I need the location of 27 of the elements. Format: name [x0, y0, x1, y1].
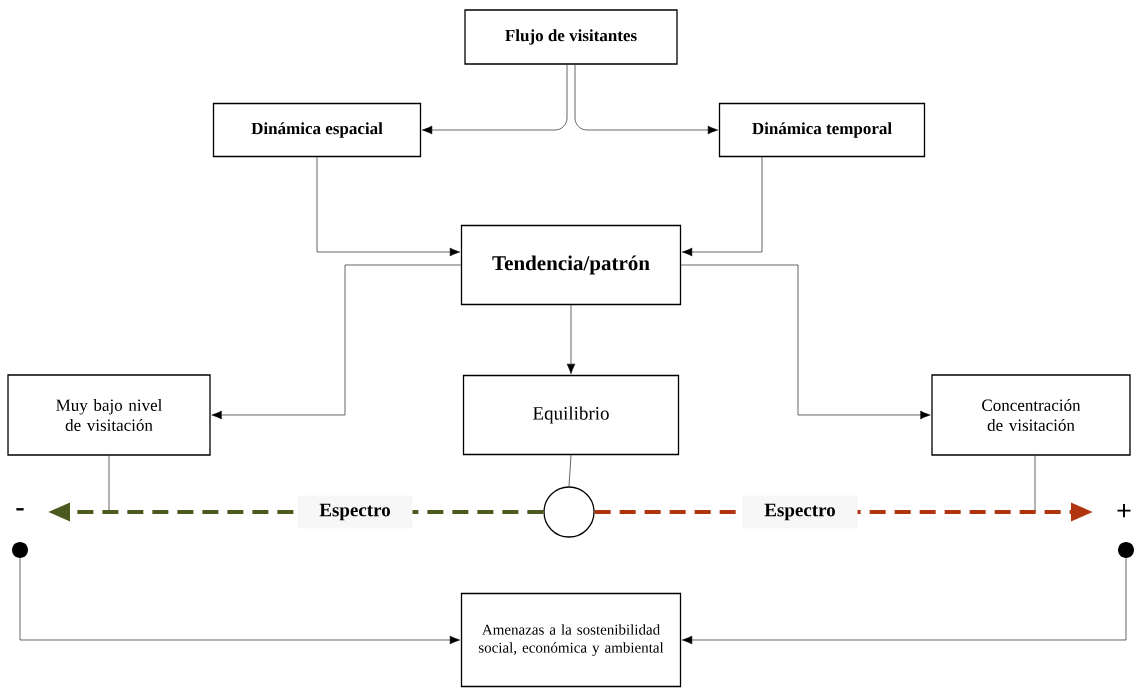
pole-sign: -	[16, 508, 24, 511]
connector	[108, 455, 110, 513]
dot	[1118, 542, 1134, 558]
connector	[568, 454, 572, 487]
arrow	[682, 156, 763, 257]
arrow	[316, 156, 461, 257]
process-box: Dinámica espacial	[212, 102, 422, 158]
process-box: Amenazas a la sostenibilidad social, económica y ambiental	[460, 592, 682, 688]
process-box: Tendencia/patrón	[460, 224, 682, 306]
circle	[543, 486, 595, 538]
process-box: Muy bajo nivel de visitación	[7, 374, 211, 456]
arrow	[19, 557, 461, 645]
arrow	[566, 304, 576, 374]
process-box: Equilibrio	[462, 374, 680, 456]
dot	[12, 542, 28, 558]
pole-sign: +	[1117, 504, 1131, 518]
arrow	[211, 264, 462, 420]
edge-label: Espectro	[742, 495, 858, 529]
arrow	[422, 64, 568, 135]
arrow	[680, 264, 931, 420]
connector	[1034, 455, 1036, 513]
arrow	[574, 64, 718, 135]
process-box: Flujo de visitantes	[464, 9, 678, 65]
process-box: Concentración de visitación	[931, 374, 1131, 456]
edge-label: Espectro	[297, 495, 413, 529]
arrow	[682, 557, 1127, 645]
process-box: Dinámica temporal	[718, 102, 926, 158]
